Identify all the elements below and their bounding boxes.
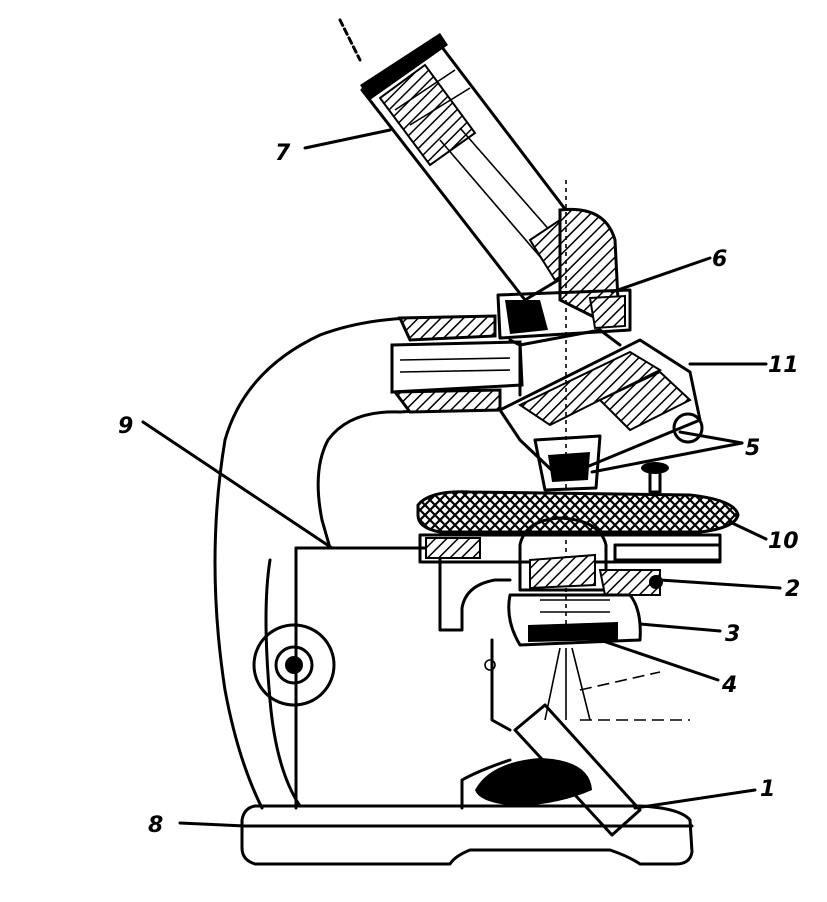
diaphragm bbox=[507, 593, 642, 647]
callout-8: 8 bbox=[148, 813, 163, 838]
callout-5: 5 bbox=[745, 436, 760, 461]
focus-knob bbox=[252, 623, 496, 707]
callout-2: 2 bbox=[785, 577, 800, 602]
callout-7: 7 bbox=[275, 141, 291, 166]
callout-4: 4 bbox=[721, 673, 737, 698]
callout-11: 11 bbox=[768, 353, 799, 378]
light-rays bbox=[544, 647, 690, 721]
objective bbox=[533, 180, 602, 640]
stage bbox=[416, 462, 740, 564]
arm-head bbox=[390, 314, 524, 414]
callout-6: 6 bbox=[712, 247, 727, 272]
arm bbox=[213, 316, 512, 810]
callout-3: 3 bbox=[725, 622, 740, 647]
mirror bbox=[475, 703, 642, 837]
callout-1: 1 bbox=[760, 777, 775, 802]
nosepiece bbox=[498, 328, 704, 480]
base bbox=[240, 804, 694, 866]
callout-labels: 7 6 11 9 5 10 2 3 4 1 8 bbox=[118, 141, 800, 838]
leader-lines bbox=[141, 128, 782, 828]
callout-9: 9 bbox=[118, 414, 133, 439]
prism-head bbox=[496, 207, 632, 340]
callout-10: 10 bbox=[768, 529, 799, 554]
condenser bbox=[518, 516, 663, 596]
